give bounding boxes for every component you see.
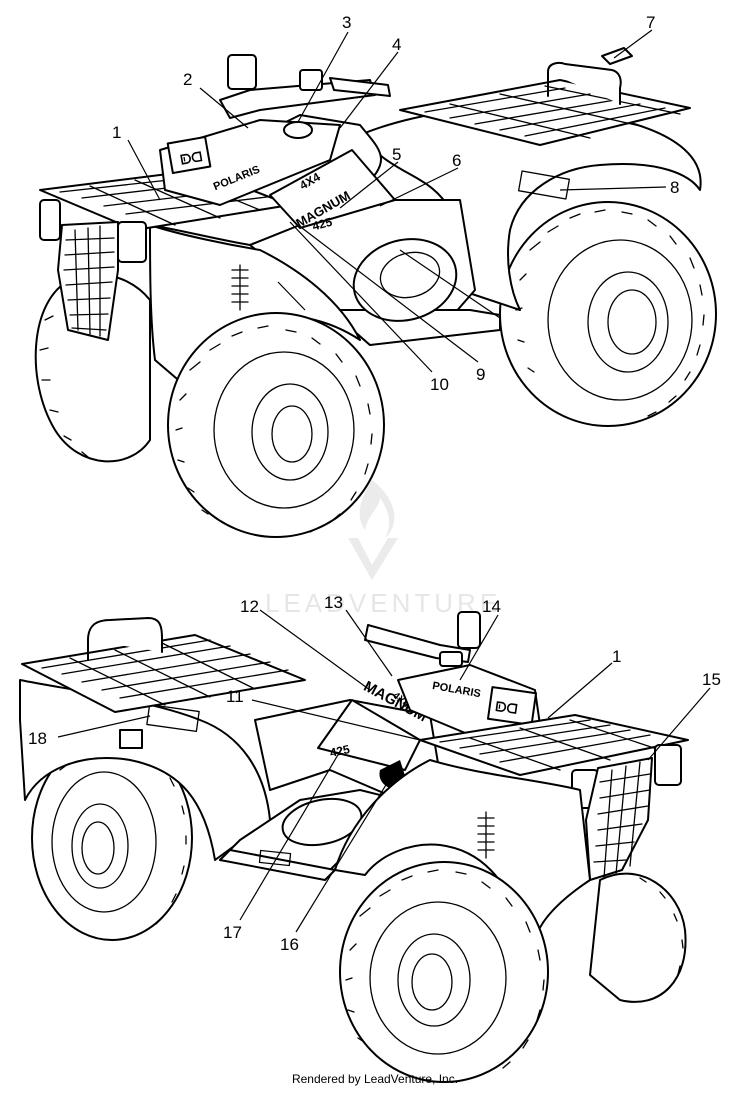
bottom-front-left-tire (589, 872, 687, 1003)
bottom-atv-illustration: 425 MAGNUM 4X4 ᗟᗡ POLARIS (19, 611, 689, 1083)
callout-1: 1 (112, 123, 121, 142)
callout-11: 11 (226, 687, 244, 706)
top-rear-right-tire (499, 201, 717, 427)
callout-17: 17 (223, 923, 242, 942)
top-front-rack (39, 169, 291, 263)
callout-16: 16 (280, 935, 299, 954)
top-grille (57, 221, 119, 341)
top-front-right-tire (167, 312, 385, 538)
bottom-tank-logo: ᗟᗡ (495, 699, 519, 717)
callout-6: 6 (452, 151, 461, 170)
top-callouts: 1 2 3 4 5 6 7 8 9 10 (112, 13, 679, 394)
callout-15: 15 (702, 670, 721, 689)
callout-13: 13 (324, 593, 343, 612)
top-handlebar (219, 54, 391, 119)
bottom-fuel-tank: ᗟᗡ POLARIS (397, 664, 541, 736)
callout-4: 4 (392, 35, 401, 54)
callout-3: 3 (342, 13, 351, 32)
top-rear-rack (399, 62, 691, 146)
top-side-panel-decal: MAGNUM 4X4 425 (269, 149, 396, 234)
callout-8: 8 (670, 178, 679, 197)
top-engine-decal: 425 (311, 215, 334, 234)
callout-7: 7 (646, 13, 655, 32)
bottom-front-fender (334, 759, 591, 941)
callout-1b: 1 (612, 647, 621, 666)
callout-14: 14 (482, 597, 501, 616)
footer-credit: Rendered by LeadVenture, Inc. (291, 1072, 459, 1086)
callout-18: 18 (28, 729, 47, 748)
callout-12: 12 (240, 597, 259, 616)
callout-2: 2 (183, 70, 192, 89)
bottom-callouts: 12 13 14 1 15 11 18 17 16 (28, 593, 721, 954)
callout-5: 5 (392, 145, 401, 164)
top-atv-illustration: ᗟᗡ POLARIS MAGNUM 4X4 425 (34, 47, 717, 538)
top-fuel-tank: ᗟᗡ POLARIS (159, 119, 341, 206)
bottom-grille (585, 757, 653, 881)
bottom-rear-rack (21, 617, 306, 713)
bottom-handlebar (364, 611, 481, 667)
callout-9: 9 (476, 365, 485, 384)
top-rear-left-tire (34, 273, 151, 463)
bottom-front-right-tire (339, 861, 549, 1083)
top-tank-logo: ᗟᗡ (179, 149, 203, 168)
callout-10: 10 (430, 375, 449, 394)
